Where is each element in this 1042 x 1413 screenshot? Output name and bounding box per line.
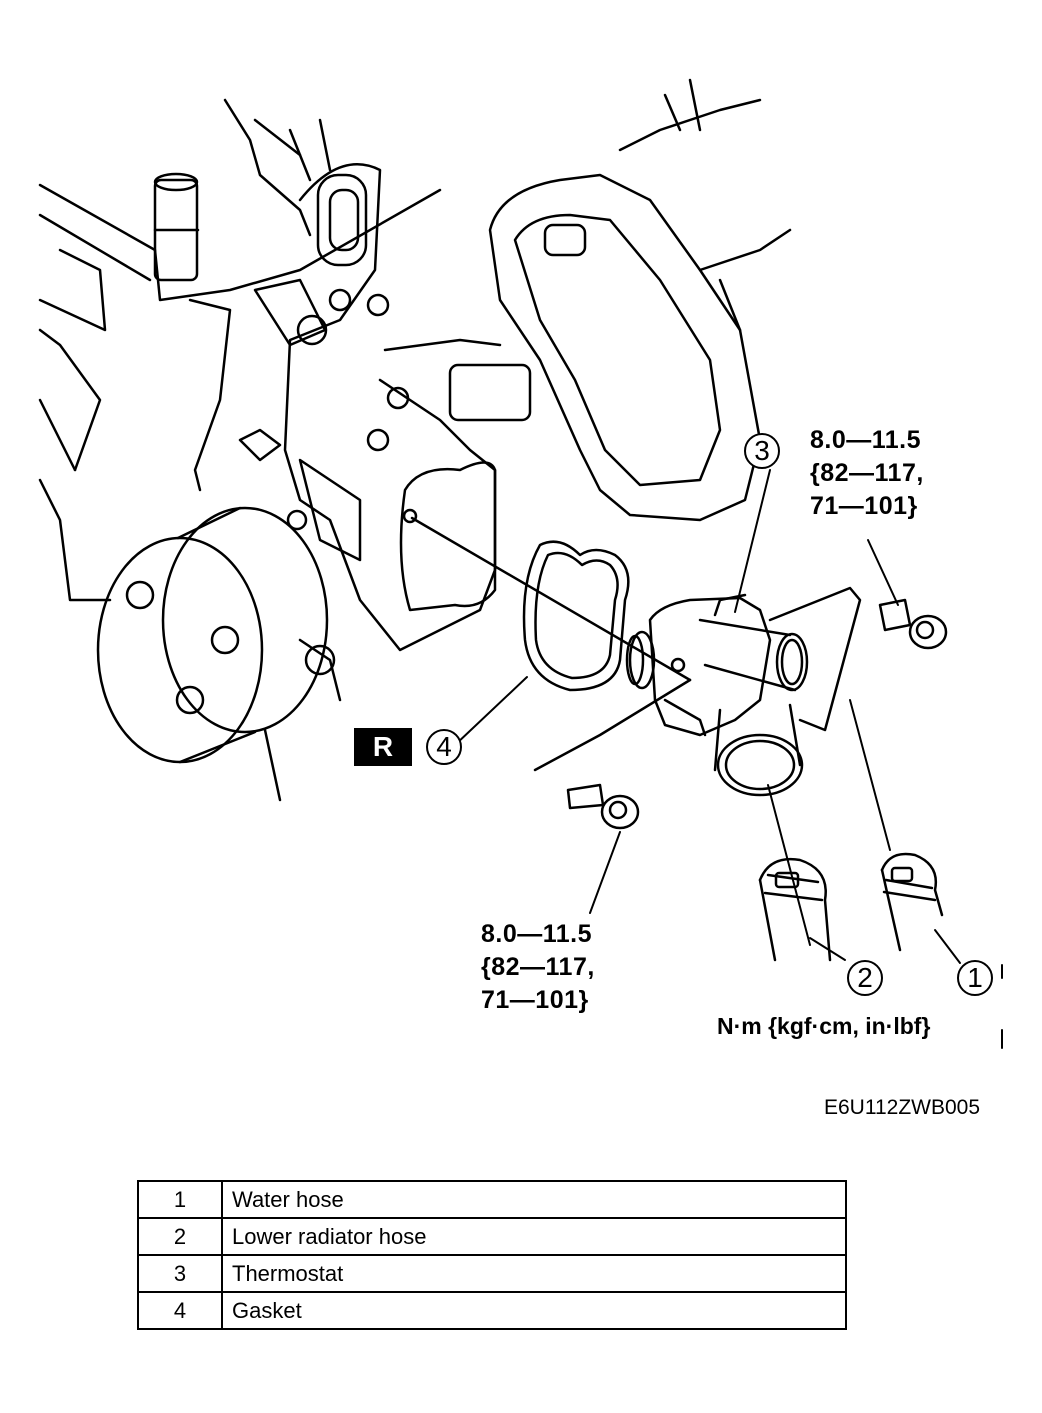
part-number: 3 bbox=[137, 1254, 223, 1293]
part-name: Lower radiator hose bbox=[221, 1217, 847, 1256]
part-name: Water hose bbox=[221, 1180, 847, 1219]
torque-spec-lower: 8.0—11.5 {82—117, 71—101} bbox=[481, 918, 595, 1017]
table-row: 1 Water hose bbox=[137, 1180, 847, 1219]
bolt-guide-lower bbox=[533, 678, 692, 772]
water-hose bbox=[880, 852, 944, 952]
water-pump-housing bbox=[238, 163, 532, 652]
timing-belt-cover bbox=[488, 78, 792, 522]
table-row: 3 Thermostat bbox=[137, 1254, 847, 1293]
exploded-view-diagram bbox=[38, 78, 1003, 1049]
torque-lower-line1: 8.0—11.5 bbox=[481, 920, 593, 948]
bolt-guide-upper bbox=[768, 586, 862, 732]
callout-1: 1 bbox=[957, 960, 993, 996]
parts-legend-table: 1 Water hose 2 Lower radiator hose 3 The… bbox=[137, 1180, 847, 1330]
thermostat-housing bbox=[625, 593, 809, 797]
figure-code: E6U112ZWB005 bbox=[824, 1096, 981, 1119]
callout-3: 3 bbox=[744, 433, 780, 469]
callout-4: 4 bbox=[426, 729, 462, 765]
table-row: 4 Gasket bbox=[137, 1291, 847, 1330]
torque-upper-line2: {82—117, bbox=[810, 459, 924, 487]
bolt-lower bbox=[566, 783, 640, 830]
engine-block bbox=[38, 98, 442, 602]
torque-lower-line2: {82—117, bbox=[481, 953, 595, 981]
bolt-upper bbox=[878, 598, 948, 650]
table-row: 2 Lower radiator hose bbox=[137, 1217, 847, 1256]
part-number: 1 bbox=[137, 1180, 223, 1219]
replace-part-badge: R bbox=[354, 728, 412, 766]
part-number: 2 bbox=[137, 1217, 223, 1256]
part-name: Thermostat bbox=[221, 1254, 847, 1293]
torque-spec-upper: 8.0—11.5 {82—117, 71—101} bbox=[810, 424, 924, 523]
callout-2: 2 bbox=[847, 960, 883, 996]
water-pump-pulley bbox=[96, 506, 342, 802]
gasket bbox=[522, 540, 630, 692]
leader-lines bbox=[454, 469, 1003, 1049]
torque-lower-line3: 71—101} bbox=[481, 986, 589, 1014]
part-name: Gasket bbox=[221, 1291, 847, 1330]
torque-upper-line3: 71—101} bbox=[810, 492, 918, 520]
torque-upper-line1: 8.0—11.5 bbox=[810, 426, 922, 454]
torque-unit-label: N·m {kgf·cm, in·lbf} bbox=[717, 1013, 931, 1039]
part-number: 4 bbox=[137, 1291, 223, 1330]
lower-radiator-hose bbox=[758, 857, 832, 962]
